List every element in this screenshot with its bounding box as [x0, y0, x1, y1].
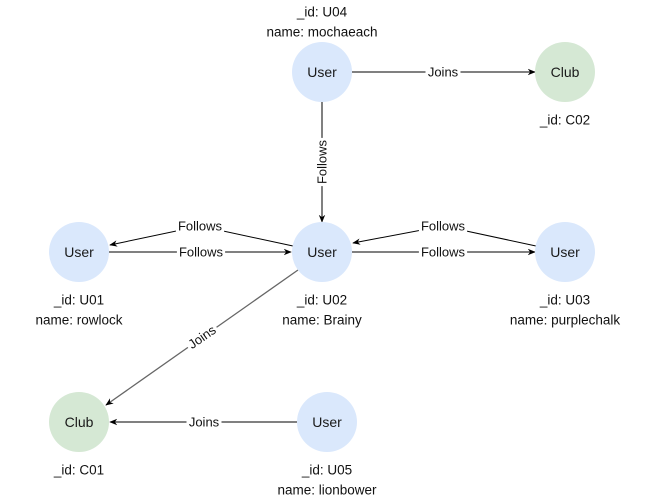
- edges-layer: JoinsFollowsFollowsFollowsFollowsFollows…: [105, 64, 537, 430]
- user-node-label: User: [312, 414, 342, 430]
- edge-label: Follows: [179, 245, 224, 260]
- edge-u05-c01[interactable]: Joins: [109, 414, 297, 430]
- node-name-label: name: lionbower: [277, 483, 377, 498]
- user-node-circle[interactable]: [297, 392, 357, 452]
- edge-u03-u02[interactable]: Follows: [352, 218, 537, 247]
- node-id-label: _id: U05: [301, 463, 352, 478]
- node-id-label: _id: C01: [53, 463, 104, 478]
- edge-label: Joins: [428, 65, 459, 80]
- edge-label-group: Joins: [183, 320, 221, 354]
- edge-label-background: [175, 218, 225, 234]
- edge-label-background: [176, 244, 226, 260]
- edge-label-group: Joins: [186, 414, 222, 430]
- edge-label-background: [183, 320, 221, 354]
- edge-label-group: Joins: [425, 64, 461, 80]
- edge-label-background: [314, 137, 330, 187]
- club-node-circle[interactable]: [49, 392, 109, 452]
- node-id-label: _id: U04: [296, 5, 348, 20]
- node-u01[interactable]: User _id: U01 name: rowlock: [35, 222, 123, 328]
- club-node-label: Club: [65, 414, 94, 430]
- user-node-label: User: [307, 64, 337, 80]
- club-node-circle[interactable]: [535, 42, 595, 102]
- club-node-label: Club: [551, 64, 580, 80]
- edge-label-background: [425, 64, 461, 80]
- node-id-label: _id: U01: [53, 293, 104, 308]
- node-name-label: name: purplechalk: [510, 313, 621, 328]
- edge-u02-c01[interactable]: Joins: [105, 269, 299, 406]
- user-node-circle[interactable]: [292, 222, 352, 282]
- edge-label: Joins: [189, 415, 220, 430]
- edge-label-group: Follows: [418, 244, 468, 260]
- node-u02[interactable]: User _id: U02 name: Brainy: [282, 222, 362, 328]
- edge-label: Follows: [421, 219, 466, 234]
- node-id-label: _id: U03: [539, 293, 590, 308]
- node-id-label: _id: U02: [296, 293, 347, 308]
- edge-label-group: Follows: [175, 218, 225, 234]
- edge-u01-u02[interactable]: Follows: [109, 244, 292, 260]
- edge-u04-u02[interactable]: Follows: [314, 102, 330, 223]
- node-name-label: name: mochaeach: [266, 25, 377, 40]
- edge-label-background: [418, 218, 468, 234]
- node-c02[interactable]: Club _id: C02: [535, 42, 595, 128]
- edge-label-background: [186, 414, 222, 430]
- node-name-label: name: rowlock: [35, 313, 122, 328]
- user-node-label: User: [550, 244, 580, 260]
- edge-u04-c02[interactable]: Joins: [352, 64, 536, 80]
- edge-label: Follows: [421, 245, 466, 260]
- node-id-label: _id: C02: [539, 113, 590, 128]
- node-u05[interactable]: User _id: U05 name: lionbower: [277, 392, 377, 498]
- node-u04[interactable]: User _id: U04 name: mochaeach: [266, 5, 378, 103]
- edge-label: Follows: [315, 139, 330, 184]
- node-c01[interactable]: Club _id: C01: [49, 392, 109, 478]
- edge-u02-u01[interactable]: Follows: [109, 218, 294, 247]
- user-node-circle[interactable]: [535, 222, 595, 282]
- user-node-circle[interactable]: [292, 42, 352, 102]
- node-name-label: name: Brainy: [282, 313, 362, 328]
- edge-label-background: [418, 244, 468, 260]
- node-u03[interactable]: User _id: U03 name: purplechalk: [510, 222, 621, 328]
- edge-u02-u03[interactable]: Follows: [352, 244, 536, 260]
- edge-label: Follows: [178, 219, 223, 234]
- edge-label-group: Follows: [418, 218, 468, 234]
- user-node-label: User: [64, 244, 94, 260]
- user-node-label: User: [307, 244, 337, 260]
- edge-label-group: Follows: [176, 244, 226, 260]
- user-node-circle[interactable]: [49, 222, 109, 282]
- edge-label-group: Follows: [314, 137, 330, 187]
